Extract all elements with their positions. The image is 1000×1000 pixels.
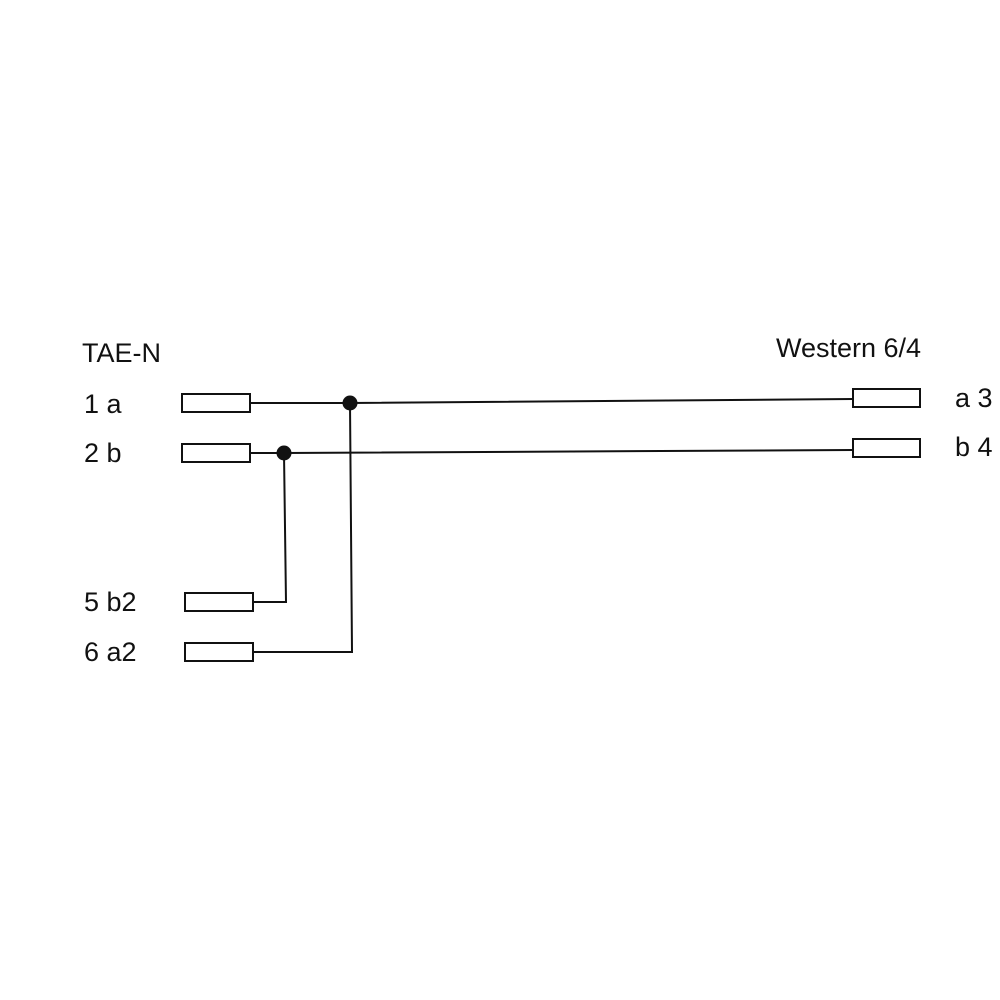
wire-5b2-to-2b [253, 452, 288, 603]
junction-dot-a [342, 395, 358, 411]
right-pin-label-4: b 4 [955, 432, 993, 462]
wire-1a-to-a3 [250, 398, 854, 404]
junction-dot-b [276, 445, 292, 461]
right-connector-title: Western 6/4 [776, 333, 921, 363]
wire-2b-to-b4 [250, 449, 854, 454]
right-pin-terminal-4 [852, 438, 921, 458]
left-pin-label-6: 6 a2 [84, 637, 137, 667]
left-pin-terminal-6 [184, 642, 254, 662]
left-pin-label-5: 5 b2 [84, 587, 137, 617]
right-pin-terminal-3 [852, 388, 921, 408]
left-pin-label-2: 2 b [84, 438, 122, 468]
left-connector-title: TAE-N [82, 338, 161, 368]
left-pin-terminal-2 [181, 443, 251, 463]
wire-6a2-to-1a [253, 402, 354, 653]
left-pin-terminal-1 [181, 393, 251, 413]
right-pin-label-3: a 3 [955, 383, 993, 413]
left-pin-label-1: 1 a [84, 389, 123, 419]
left-pin-terminal-5 [184, 592, 254, 612]
